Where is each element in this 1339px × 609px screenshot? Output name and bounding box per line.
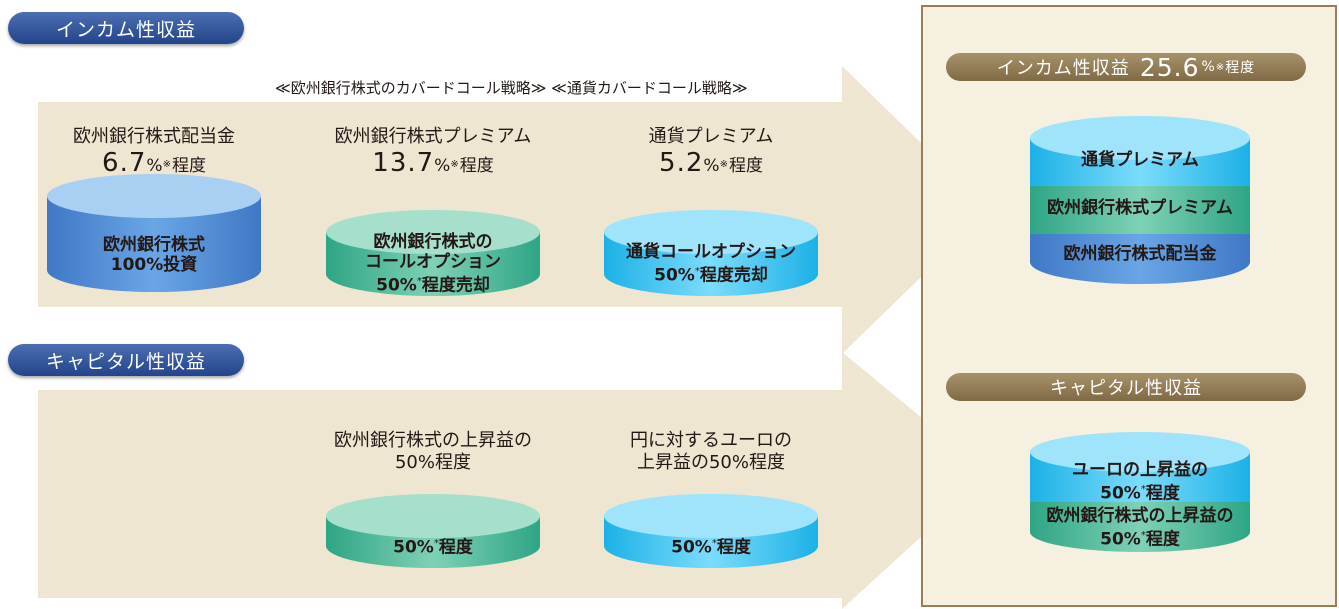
fx-premium-value: 5.2%※程度 — [659, 148, 763, 178]
summary-capital-layer-stock: 欧州銀行株式の上昇益の 50%*程度 — [1046, 506, 1234, 550]
summary-layer-dividend: 欧州銀行株式配当金 — [1063, 244, 1217, 264]
stock-call-cylinder-text: 欧州銀行株式の コールオプション 50%*程度売却 — [365, 232, 501, 296]
dividend-label: 欧州銀行株式配当金 — [73, 126, 235, 147]
capital-col-stock-gain: 欧州銀行株式の上昇益の 50%程度 — [334, 430, 532, 473]
summary-capital-pill: キャピタル性収益 — [946, 373, 1306, 401]
income-col-stock-premium: 欧州銀行株式プレミアム 13.7%※程度 — [300, 126, 566, 181]
income-col-dividend: 欧州銀行株式配当金 6.7%※程度 — [47, 126, 261, 181]
stock-premium-label: 欧州銀行株式プレミアム — [334, 126, 532, 147]
dividend-cylinder-text: 欧州銀行株式 100%投資 — [103, 235, 205, 275]
capital-col-fx-gain: 円に対するユーロの 上昇益の50%程度 — [630, 430, 792, 473]
summary-layer-fx: 通貨プレミアム — [1081, 150, 1199, 170]
summary-capital-layer-fx: ユーロの上昇益の 50%*程度 — [1072, 460, 1208, 504]
cylinder-stock-gain — [326, 494, 540, 568]
income-col-fx-premium: 通貨プレミアム 5.2%※程度 — [604, 126, 818, 181]
summary-capital-cylinder — [1030, 432, 1250, 552]
fx-call-cylinder-text: 通貨コールオプション 50%*程度売却 — [626, 242, 796, 286]
stock-premium-value: 13.7%※程度 — [372, 148, 494, 178]
cylinder-stock-call — [326, 210, 540, 296]
summary-income-cylinder — [1030, 116, 1250, 284]
cylinder-dividend — [47, 174, 261, 292]
income-heading: インカム性収益 — [55, 18, 196, 41]
fx-premium-label: 通貨プレミアム — [648, 126, 774, 147]
capital-arrow — [38, 352, 990, 609]
strategy-note: ≪欧州銀行株式のカバードコール戦略≫ ≪通貨カバードコール戦略≫ — [275, 79, 748, 97]
capital-heading: キャピタル性収益 — [45, 350, 206, 373]
income-heading-pill: インカム性収益 — [8, 12, 244, 44]
cylinder-fx-gain — [604, 494, 818, 568]
summary-layer-stock-premium: 欧州銀行株式プレミアム — [1047, 198, 1233, 218]
fx-gain-cylinder-text: 50%*程度 — [671, 537, 751, 558]
stock-gain-cylinder-text: 50%*程度 — [393, 537, 473, 558]
capital-heading-pill: キャピタル性収益 — [8, 344, 244, 376]
dividend-value: 6.7%※程度 — [102, 148, 206, 178]
cylinder-fx-call — [604, 210, 818, 296]
